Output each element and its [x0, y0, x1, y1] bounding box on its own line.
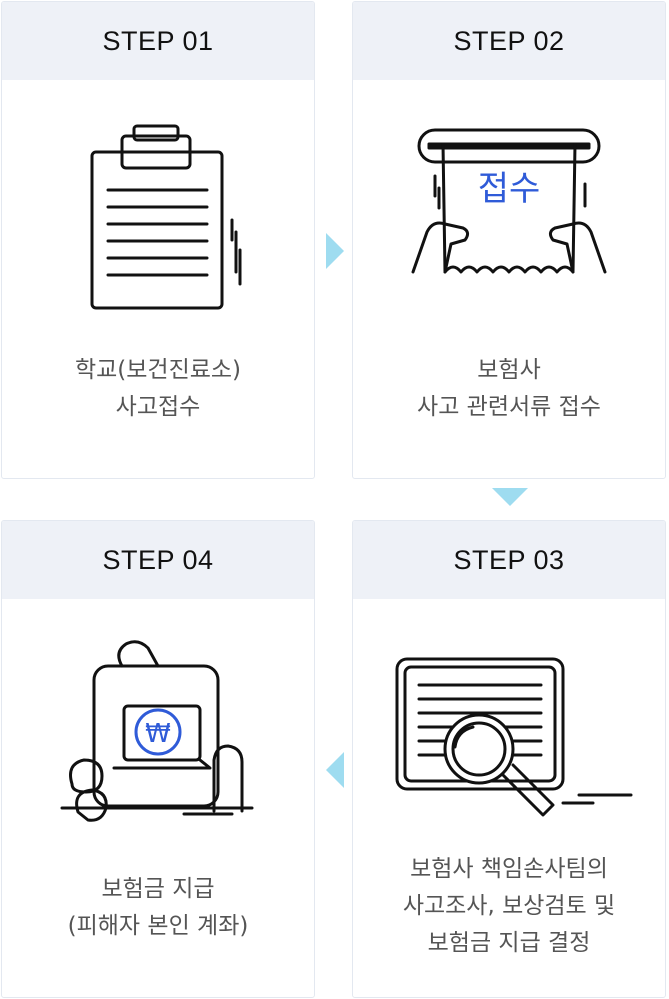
- document-search-icon: [353, 651, 665, 831]
- step-03-description: 보험사 책임손사팀의 사고조사, 보상검토 및 보험금 지급 결정: [353, 851, 665, 962]
- step-04-line-1: 보험금 지급: [101, 876, 215, 902]
- step-03-line-3: 보험금 지급 결정: [427, 930, 591, 956]
- step-04-line-2: (피해자 본인 계좌): [67, 913, 249, 939]
- won-symbol: ₩: [145, 719, 171, 749]
- step-01-line-1: 학교(보건진료소): [74, 357, 242, 383]
- arrow-left-icon: [326, 752, 344, 788]
- step-03-line-2: 사고조사, 보상검토 및: [402, 893, 616, 919]
- step-03-title: STEP 03: [353, 521, 665, 599]
- step-03-line-1: 보험사 책임손사팀의: [410, 856, 608, 882]
- step-02-card: STEP 02 접수 보험사 사고 관련서류 접수: [352, 1, 666, 479]
- step-04-title: STEP 04: [2, 521, 314, 599]
- receipt-stamp-text: 접수: [478, 169, 541, 209]
- step-01-line-2: 사고접수: [115, 394, 201, 420]
- won-payment-icon: ₩: [2, 636, 314, 826]
- step-04-card: STEP 04 ₩ 보험금 지급 (피해자 본인 계좌): [1, 520, 315, 998]
- arrow-right-icon: [326, 233, 344, 269]
- step-02-line-1: 보험사: [477, 357, 541, 383]
- step-01-card: STEP 01 학교(보건진료소) 사고접수: [1, 1, 315, 479]
- step-02-title: STEP 02: [353, 2, 665, 80]
- step-03-card: STEP 03 보험사 책임손사팀의 사고조사, 보상검토 및: [352, 520, 666, 998]
- step-04-description: 보험금 지급 (피해자 본인 계좌): [2, 871, 314, 945]
- clipboard-icon: [2, 122, 314, 312]
- step-01-title: STEP 01: [2, 2, 314, 80]
- step-02-description: 보험사 사고 관련서류 접수: [353, 352, 665, 426]
- receipt-icon: 접수: [353, 124, 665, 284]
- arrow-down-icon: [492, 488, 528, 506]
- step-02-line-2: 사고 관련서류 접수: [417, 394, 601, 420]
- step-01-description: 학교(보건진료소) 사고접수: [2, 352, 314, 426]
